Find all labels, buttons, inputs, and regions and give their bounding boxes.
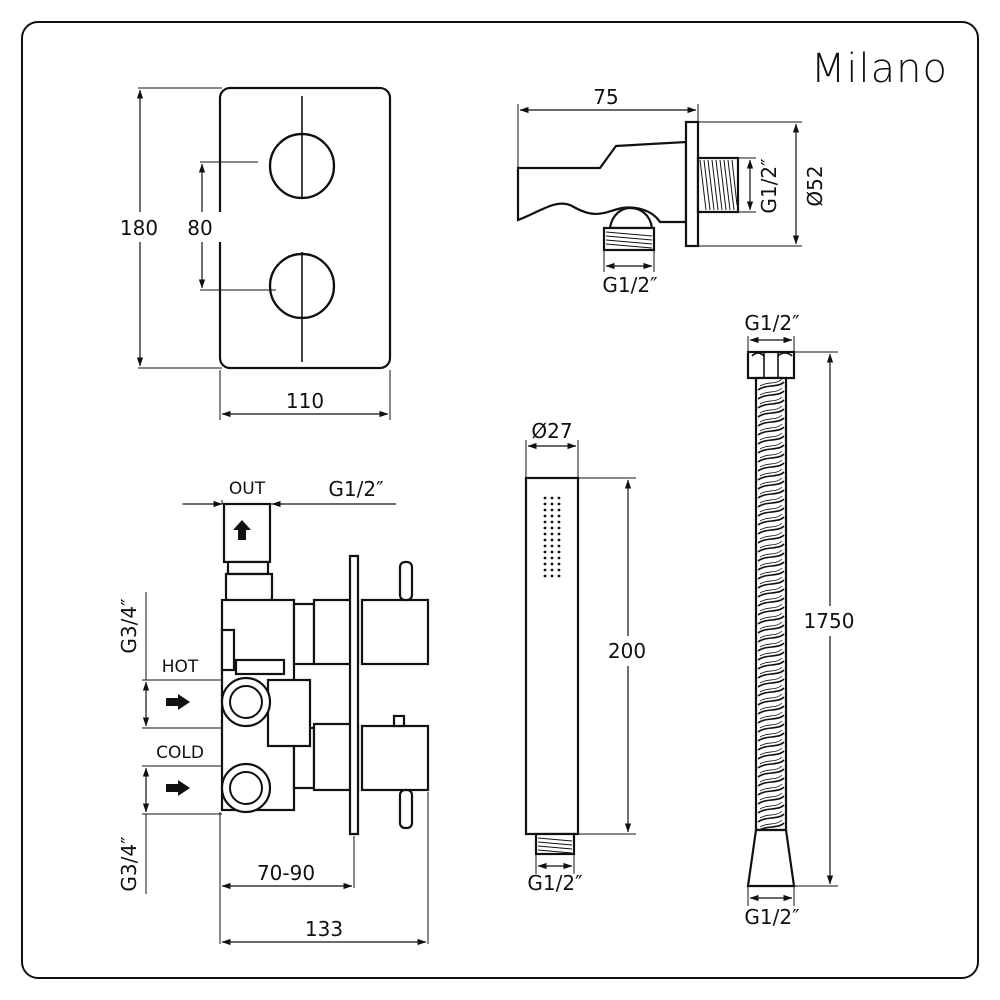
- spacing-dimension: 80: [187, 216, 212, 240]
- out-thread-ring: [226, 560, 270, 576]
- faceplate-front-view: 180 80 110: [112, 86, 392, 420]
- shower-hose: G1/2″ 1750 G1/2″: [744, 311, 862, 929]
- outlet-thread-size: G1/2″: [602, 273, 657, 297]
- out-thread: G1/2″: [328, 477, 383, 501]
- hot-inlet-collar: [234, 658, 286, 676]
- wall-elbow-holder: 75 G1/2″ Ø52 G1/2″: [516, 85, 827, 297]
- valve-body-side-view: OUT G1/2″ HOT G3/4″ COLD G3/4″ 70-90 133: [117, 477, 430, 946]
- shower-thread: G1/2″: [527, 871, 582, 895]
- hose-top-thread: G1/2″: [744, 311, 799, 335]
- lower-lever-side: [398, 788, 414, 830]
- cold-thread: G3/4″: [117, 836, 141, 891]
- shower-length: 200: [608, 639, 646, 663]
- lever-stop: [392, 714, 406, 728]
- hose-bottom-cone: [746, 828, 796, 888]
- out-label: OUT: [229, 479, 266, 499]
- hot-label: HOT: [162, 657, 199, 677]
- outlet-thread: [602, 226, 656, 252]
- hot-thread: G3/4″: [117, 598, 141, 653]
- hand-shower: Ø27 200 G1/2″: [524, 419, 656, 895]
- outlet-nozzle: [608, 206, 654, 230]
- flange-diameter: Ø52: [803, 165, 827, 206]
- hot-flow-arrow-icon: [166, 694, 190, 710]
- spray-nozzles: [543, 496, 561, 578]
- hand-shower-body: [524, 476, 580, 836]
- height-dimension: 180: [120, 216, 158, 240]
- cold-flow-arrow-icon: [166, 780, 190, 796]
- width-dimension: 110: [286, 389, 324, 413]
- elbow-length: 75: [593, 85, 618, 109]
- total-depth: 133: [305, 917, 343, 941]
- mixing-block: [266, 678, 312, 748]
- brand-logo: Milano: [811, 46, 948, 92]
- hose-bottom-thread: G1/2″: [744, 905, 799, 929]
- shower-diameter: Ø27: [531, 419, 572, 443]
- wall-plate-side: [348, 554, 360, 836]
- upper-cartridge-neck: [292, 602, 316, 666]
- side-port: [220, 628, 236, 672]
- drawing-frame: [21, 21, 979, 979]
- cold-label: COLD: [156, 743, 204, 763]
- wall-thread-size: G1/2″: [757, 158, 781, 213]
- wall-thread: [696, 156, 740, 214]
- hose-top-nut: [746, 350, 796, 380]
- out-flow-arrow-icon: [233, 520, 251, 540]
- upper-handle-side: [360, 598, 430, 666]
- hose-coils: [757, 378, 785, 832]
- wall-flange: [684, 120, 700, 248]
- lower-handle-side: [360, 724, 430, 792]
- faceplate: [218, 86, 392, 370]
- out-pipe: [222, 502, 272, 564]
- holder-arm: [516, 140, 688, 224]
- upper-lever-side: [398, 560, 414, 602]
- depth-range: 70-90: [257, 861, 315, 885]
- hose-length: 1750: [804, 609, 855, 633]
